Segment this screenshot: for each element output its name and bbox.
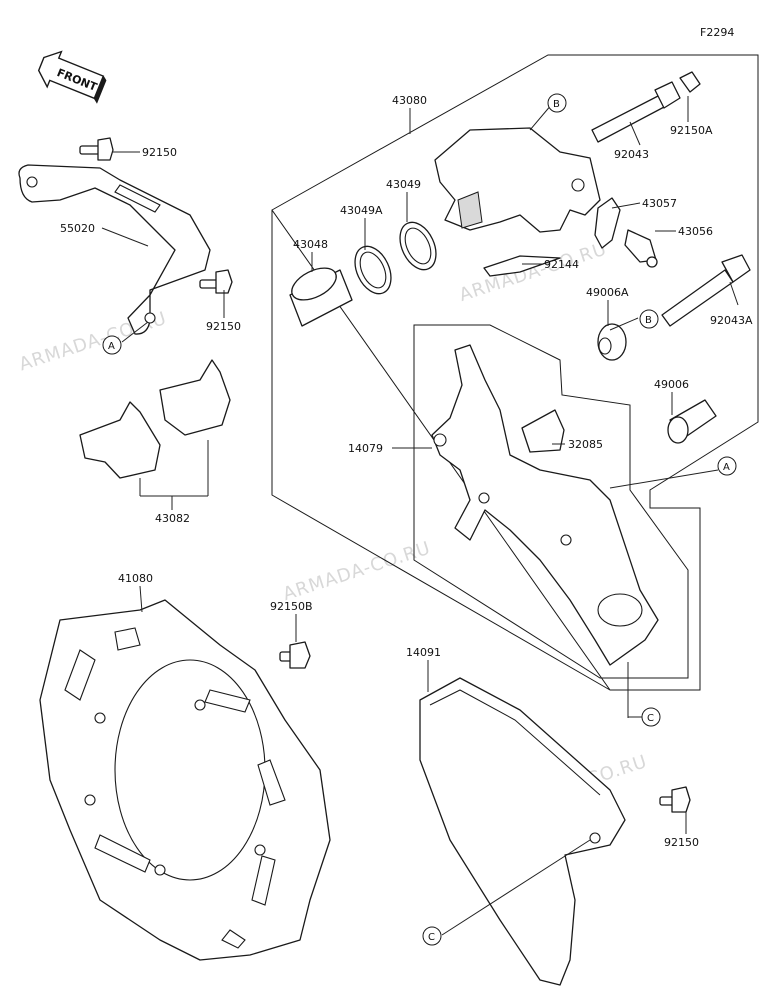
- bracket-slot: [114, 184, 161, 213]
- bracket-55020: [18, 164, 211, 335]
- callout-c-mid: C: [628, 707, 661, 727]
- label-41080: 41080: [118, 572, 153, 585]
- brake-disc-41080: [39, 599, 331, 961]
- boot-49006a: [597, 323, 627, 361]
- front-arrow-icon: FRONT: [37, 50, 107, 104]
- disc-guard-14091: [419, 677, 626, 986]
- label-55020: 55020: [60, 222, 95, 235]
- label-43049a: 43049A: [340, 204, 383, 217]
- svg-text:B: B: [645, 315, 652, 326]
- caliper-bleed-port: [571, 178, 585, 192]
- bracket-hole-c: [560, 534, 572, 546]
- label-92150-mid: 92150: [206, 320, 241, 333]
- label-43056: 43056: [678, 225, 713, 238]
- label-43082: 43082: [155, 512, 190, 525]
- boot-49006: [667, 399, 717, 444]
- pin-92043a: [661, 254, 751, 327]
- label-43049: 43049: [386, 178, 421, 191]
- svg-text:A: A: [108, 341, 115, 352]
- label-92150b: 92150B: [270, 600, 313, 613]
- label-92043: 92043: [614, 148, 649, 161]
- callout-a-right: A: [717, 456, 737, 476]
- svg-text:A: A: [723, 462, 730, 473]
- bolt-92150-bottom: [659, 786, 691, 813]
- callout-b-top: B: [547, 93, 567, 113]
- watermark-3: ARMADA-CO.RU: [280, 538, 433, 606]
- label-92150-top: 92150: [142, 146, 177, 159]
- label-92043a: 92043A: [710, 314, 753, 327]
- disc-center: [114, 659, 266, 881]
- axle-hole: [597, 593, 643, 627]
- label-92150-bottom: 92150: [664, 836, 699, 849]
- bracket-hole-1: [26, 176, 38, 188]
- label-49006a: 49006A: [586, 286, 629, 299]
- caliper-detail: [457, 191, 483, 229]
- label-49006: 49006: [654, 378, 689, 391]
- pin-92043: [591, 81, 681, 143]
- spring-92144: [483, 255, 561, 277]
- svg-text:C: C: [647, 713, 654, 724]
- plate-43057: [594, 197, 621, 249]
- bleeder-43056: [624, 229, 658, 268]
- part-labels: 92150 55020 92150 43082 43080 43049 4304…: [60, 94, 753, 849]
- label-92150a: 92150A: [670, 124, 713, 137]
- cap-92150a: [679, 71, 701, 93]
- bolt-92150-top: [79, 137, 114, 161]
- piston-43048: [289, 267, 353, 327]
- bracket-hole-b: [478, 492, 490, 504]
- callout-a-left: A: [102, 335, 122, 355]
- label-92144: 92144: [544, 258, 579, 271]
- callout-b-right: B: [639, 309, 659, 329]
- bracket-hole-2: [144, 312, 156, 324]
- svg-text:C: C: [428, 932, 435, 943]
- pad-spring-32085: [521, 409, 565, 453]
- bolt-92150b: [279, 641, 311, 669]
- bracket-hole-a: [433, 433, 447, 447]
- label-32085: 32085: [568, 438, 603, 451]
- label-14079: 14079: [348, 442, 383, 455]
- bracket-14079: [431, 344, 659, 666]
- label-14091: 14091: [406, 646, 441, 659]
- bolt-92150-mid: [199, 269, 233, 294]
- bracket-subassembly-outline: [413, 324, 689, 679]
- guard-hole: [589, 832, 601, 844]
- label-43057: 43057: [642, 197, 677, 210]
- brake-pads-43082: [79, 359, 231, 479]
- leader-lines: [101, 96, 739, 936]
- callout-c-bottom: C: [422, 926, 442, 946]
- svg-text:B: B: [553, 99, 560, 110]
- label-43080: 43080: [392, 94, 427, 107]
- caliper-assembly-outline: [271, 54, 759, 691]
- figure-code: F2294: [700, 26, 734, 39]
- label-43048: 43048: [293, 238, 328, 251]
